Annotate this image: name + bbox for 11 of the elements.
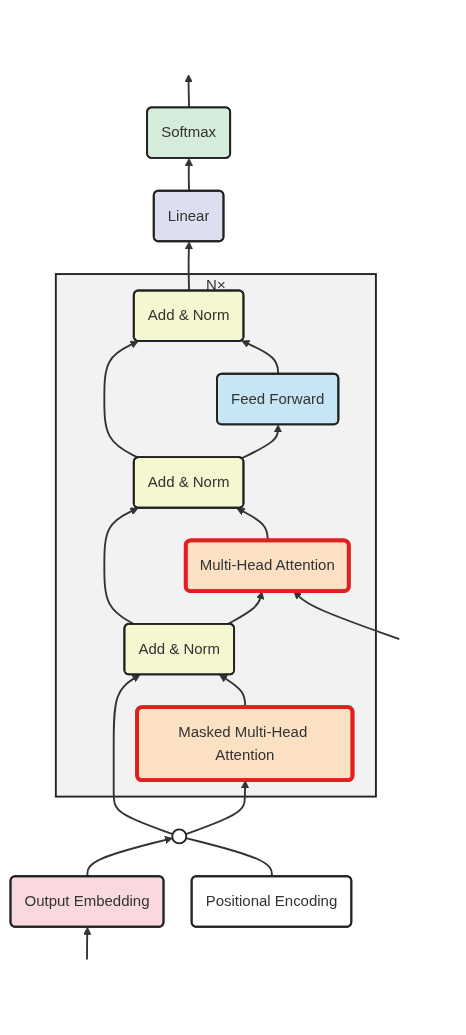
arrow	[226, 591, 265, 626]
arrow	[103, 341, 140, 460]
arrow	[112, 674, 174, 836]
arrow	[241, 340, 280, 376]
arrow	[240, 424, 283, 460]
node-circle	[171, 828, 188, 845]
arrow	[83, 927, 92, 961]
arrow	[293, 591, 401, 641]
arrow	[184, 158, 193, 193]
arrow	[184, 780, 250, 836]
arrow	[103, 507, 139, 626]
